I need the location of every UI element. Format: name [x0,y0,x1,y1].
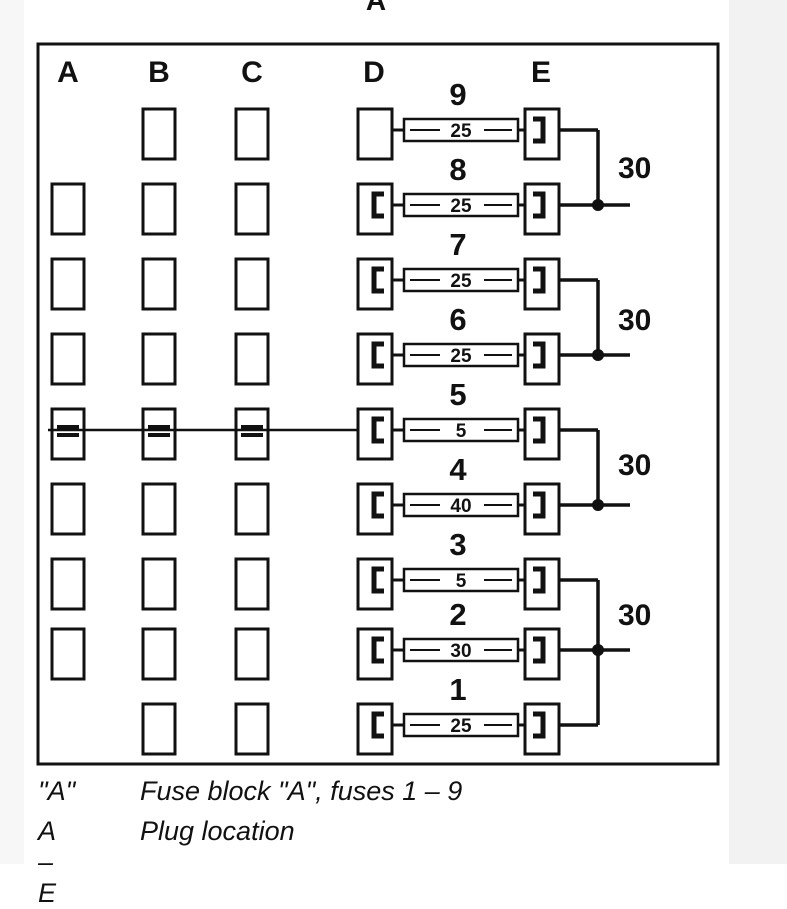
socket-clip-d [371,491,384,519]
socket-clip-d [371,416,384,444]
plug-socket [50,182,86,236]
terminal-30-label: 30 [618,599,651,632]
fuse-number: 5 [449,377,466,412]
fuse-body [402,117,520,143]
plug-socket [234,482,270,536]
fuse-rating: 25 [450,271,472,292]
page-margin-right [729,0,787,864]
plug-socket [141,627,177,681]
plug-socket [141,107,177,161]
socket-contact [241,425,263,429]
plug-socket [234,557,270,611]
junction-dot [592,349,604,361]
plug-socket-d [356,107,394,161]
plug-socket [141,702,177,756]
terminal-30-label: 30 [618,152,651,185]
plug-socket [50,557,86,611]
socket-clip-d [371,636,384,664]
plug-socket [234,332,270,386]
column-label-d: D [363,56,385,89]
fuse-number: 9 [449,77,466,112]
fuse-body [402,267,520,293]
socket-clip-e [533,341,546,369]
diagram-frame [36,42,720,766]
plug-socket [50,257,86,311]
plug-socket [234,257,270,311]
terminal-30-label: 30 [618,449,651,482]
socket-contact [241,433,263,437]
fuse-body [402,712,520,738]
fuse-body [402,342,520,368]
socket-clip-e [533,636,546,664]
plug-socket [50,627,86,681]
fuse-number: 7 [449,227,466,262]
plug-socket [141,482,177,536]
legend-key: A – E [38,816,57,908]
socket-clip-d [371,566,384,594]
fuse-number: 4 [449,452,467,487]
fuse-rating: 25 [450,716,472,737]
page-margin-left [0,0,24,864]
column-label-c: C [241,56,263,89]
socket-clip-d [371,711,384,739]
column-label-a: A [57,56,79,89]
socket-clip-e [533,491,546,519]
socket-clip-d [371,341,384,369]
fuse-number: 1 [449,672,466,707]
socket-contact [57,425,79,429]
fuse-rating: 25 [450,346,472,367]
plug-socket [141,182,177,236]
fuse-body [402,192,520,218]
fuse-body [402,637,520,663]
plug-socket [141,257,177,311]
plug-socket [234,107,270,161]
fuse-body [402,567,520,593]
socket-contact [148,425,170,429]
plug-socket [141,557,177,611]
column-label-b: B [148,56,170,89]
socket-clip-e [533,116,546,144]
legend-value: Fuse block "A", fuses 1 – 9 [140,776,463,806]
fuse-body [402,492,520,518]
junction-dot [592,499,604,511]
plug-socket [234,182,270,236]
fuse-body [402,417,520,443]
socket-clip-e [533,566,546,594]
fuse-number: 8 [449,152,466,187]
fuse-rating: 25 [450,121,472,142]
plug-socket [50,332,86,386]
socket-contact [57,433,79,437]
plug-socket [234,627,270,681]
fuse-rating: 5 [456,421,467,442]
column-label-e: E [531,56,551,89]
socket-clip-d [371,191,384,219]
plug-socket [234,702,270,756]
fuse-rating: 5 [456,571,467,592]
plug-socket [50,482,86,536]
socket-contact [148,433,170,437]
socket-clip-e [533,191,546,219]
fuse-rating: 30 [450,641,471,662]
terminal-30-label: 30 [618,304,651,337]
junction-dot [592,644,604,656]
plug-socket [141,332,177,386]
junction-dot [592,199,604,211]
legend-value: Plug location [140,816,295,846]
fuse-number: 6 [449,302,466,337]
socket-clip-d [371,266,384,294]
figure-top-label: A [366,0,386,16]
fuse-rating: 25 [450,196,472,217]
socket-clip-e [533,711,546,739]
legend-key: "A" [38,776,76,806]
fuse-rating: 40 [450,496,471,517]
socket-clip-e [533,266,546,294]
fuse-block-diagram: A A B C D E 25 9 25 8 25 7 25 6 5 5 40 4 5 3 30 2 25 1 30 30 30… [36,0,720,766]
fuse-number: 3 [449,527,466,562]
fuse-number: 2 [449,597,466,632]
socket-clip-e [533,416,546,444]
